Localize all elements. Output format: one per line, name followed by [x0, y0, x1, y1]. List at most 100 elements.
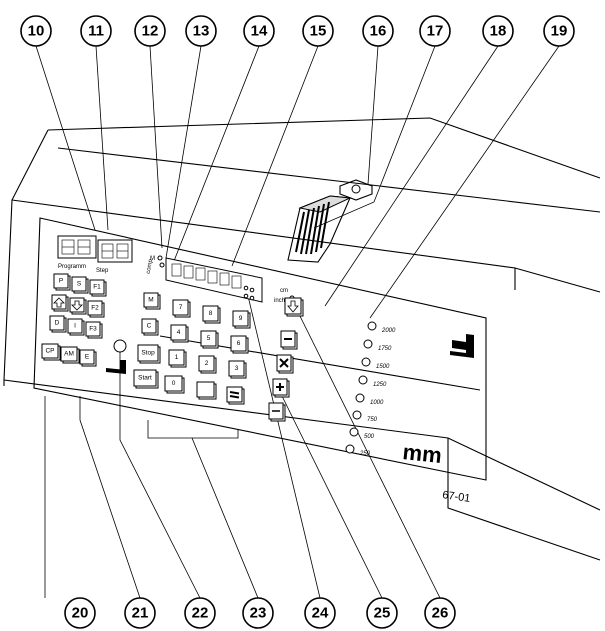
speed-label: 250 — [359, 451, 371, 457]
key-9[interactable]: 9 — [232, 310, 251, 329]
callout-11: 11 — [80, 15, 112, 47]
svg-text:12: 12 — [142, 23, 159, 40]
callout-22: 22 — [184, 597, 216, 629]
svg-text:4: 4 — [177, 329, 181, 336]
svg-text:23: 23 — [250, 605, 267, 622]
d-key[interactable]: D — [49, 315, 67, 333]
numeric-keypad: 7 8 9 4 5 6 1 2 3 0 — [164, 299, 251, 405]
f2-key[interactable]: F2 — [87, 300, 105, 318]
enter-arrow-key[interactable] — [284, 297, 304, 317]
key-7[interactable]: 7 — [172, 299, 191, 318]
callout-21: 21 — [124, 597, 156, 629]
equals-key[interactable] — [226, 386, 245, 405]
key-3[interactable]: 3 — [228, 360, 247, 379]
key-0[interactable]: 0 — [164, 375, 185, 394]
speed-level-500: 500 — [349, 427, 375, 440]
c-key[interactable]: C — [141, 318, 159, 336]
s-key[interactable]: S — [71, 276, 89, 294]
svg-text:9: 9 — [239, 315, 243, 322]
up-arrow-key[interactable] — [51, 294, 69, 312]
svg-text:21: 21 — [132, 605, 149, 622]
callout-20: 20 — [64, 597, 96, 629]
svg-text:CP: CP — [45, 348, 54, 355]
key-4[interactable]: 4 — [170, 324, 189, 343]
svg-text:M: M — [148, 297, 153, 304]
callout-14: 14 — [243, 15, 275, 47]
key-6[interactable]: 6 — [230, 335, 249, 354]
callout-25: 25 — [366, 597, 398, 629]
m-key[interactable]: M — [143, 292, 161, 310]
svg-text:Start: Start — [138, 375, 152, 382]
speed-label: 1500 — [376, 364, 390, 370]
p-key[interactable]: P — [53, 273, 71, 291]
stop-key[interactable]: Stop — [137, 344, 161, 364]
svg-text:F2: F2 — [91, 305, 99, 312]
multiply-icon — [279, 358, 289, 368]
comp-indicator-label: comp — [146, 258, 155, 274]
speed-led — [363, 339, 373, 349]
divide-key[interactable] — [268, 402, 286, 422]
svg-text:15: 15 — [310, 23, 327, 40]
am-key[interactable]: AM — [60, 346, 80, 364]
callout-17: 17 — [419, 15, 451, 47]
feed-handwheel[interactable] — [287, 179, 373, 263]
down-arrow-key[interactable] — [69, 297, 87, 315]
key-8[interactable]: 8 — [202, 305, 221, 324]
machine-housing — [3, 117, 601, 561]
comp-led — [159, 262, 165, 268]
callout-24: 24 — [304, 597, 336, 629]
callout-19: 19 — [543, 15, 575, 47]
clamp-symbol-icon — [106, 360, 126, 374]
svg-text:6: 6 — [237, 340, 241, 347]
svg-text:13: 13 — [193, 23, 210, 40]
svg-text:10: 10 — [28, 23, 45, 40]
svg-text:2: 2 — [205, 360, 209, 367]
speed-led — [361, 357, 371, 367]
svg-text:11: 11 — [88, 23, 104, 40]
speed-level-1250: 1250 — [358, 375, 387, 388]
multiply-key[interactable] — [276, 354, 294, 374]
key-blank[interactable] — [196, 381, 217, 400]
svg-text:C: C — [147, 323, 152, 330]
cp-key[interactable]: CP — [41, 343, 61, 361]
svg-text:S: S — [77, 281, 82, 288]
minus-key[interactable] — [280, 330, 298, 350]
start-key[interactable]: Start — [133, 369, 159, 389]
svg-text:17: 17 — [427, 23, 444, 40]
f3-key[interactable]: F3 — [85, 321, 103, 339]
svg-text:1: 1 — [175, 354, 179, 361]
svg-text:7: 7 — [179, 304, 183, 311]
step-label: Step — [96, 268, 109, 274]
speed-label: 500 — [364, 434, 375, 440]
key-5[interactable]: 5 — [200, 330, 219, 349]
svg-text:14: 14 — [251, 23, 268, 40]
i-key[interactable]: I — [67, 318, 85, 336]
step-display: Step — [96, 239, 133, 274]
plus-icon — [276, 383, 284, 391]
key-2[interactable]: 2 — [198, 355, 217, 374]
svg-text:22: 22 — [192, 605, 209, 622]
speed-label: 1750 — [378, 346, 392, 352]
svg-text:5: 5 — [207, 335, 211, 342]
svg-text:E: E — [85, 354, 90, 361]
function-keys: M C Stop Start — [133, 292, 161, 389]
svg-text:16: 16 — [370, 23, 387, 40]
e-key[interactable]: E — [79, 349, 97, 367]
program-display: Programm — [57, 235, 97, 270]
key-1[interactable]: 1 — [168, 349, 187, 368]
speed-level-1750: 1750 — [363, 339, 392, 352]
svg-text:D: D — [55, 320, 60, 327]
svg-text:AM: AM — [64, 351, 74, 358]
down-arrow-icon — [71, 300, 83, 311]
speed-level-1500: 1500 — [361, 357, 390, 370]
power-lamp — [113, 339, 127, 353]
plus-key[interactable] — [272, 378, 290, 398]
f1-key[interactable]: F1 — [89, 279, 107, 297]
display-led-3 — [243, 293, 249, 299]
display-led-2 — [249, 287, 255, 293]
display-led-1 — [243, 285, 249, 291]
svg-text:8: 8 — [209, 310, 213, 317]
